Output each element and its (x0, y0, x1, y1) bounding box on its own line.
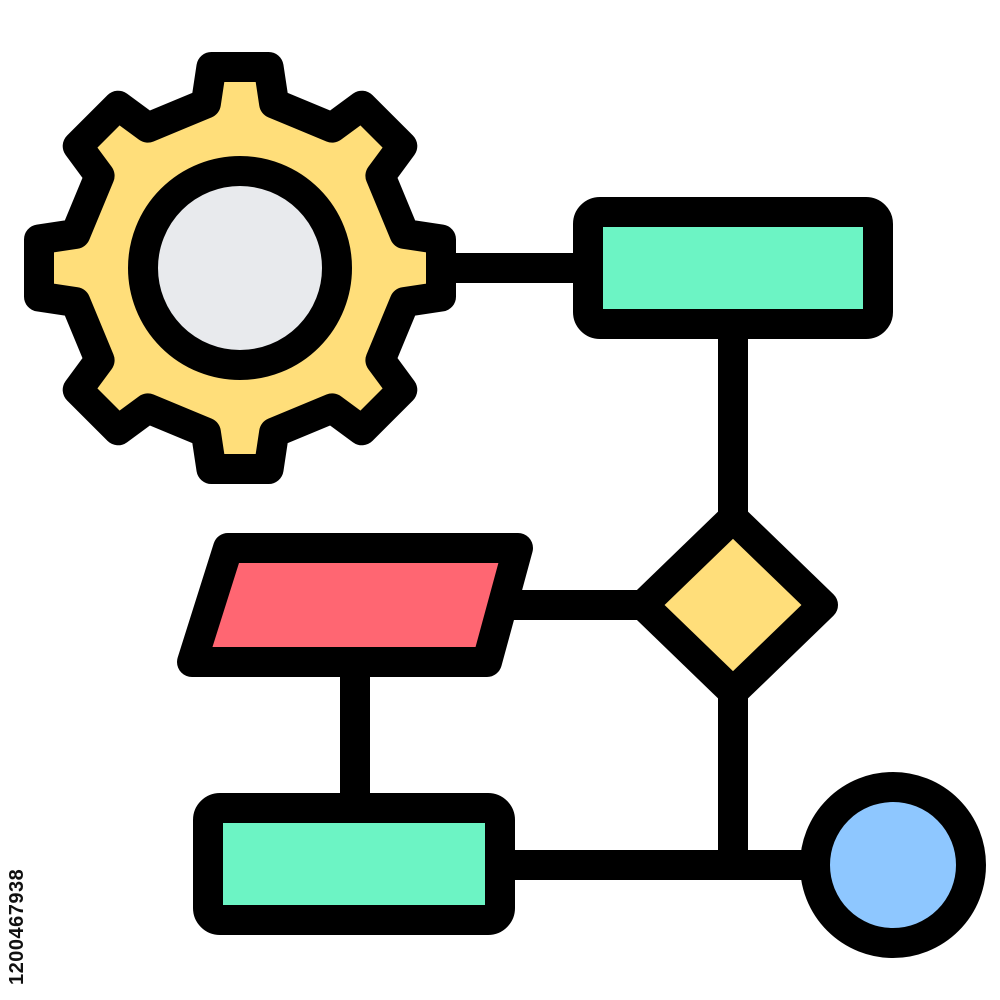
connector-lines (340, 253, 835, 880)
gear-icon (24, 52, 456, 484)
process-box-bottom (193, 793, 515, 935)
gear-hub (128, 156, 352, 380)
input-output-shape (177, 533, 533, 677)
stock-id-label: 1200467938 (6, 868, 28, 985)
process-box-top (573, 197, 893, 339)
terminal-circle (800, 772, 986, 958)
decision-diamond (628, 503, 838, 707)
